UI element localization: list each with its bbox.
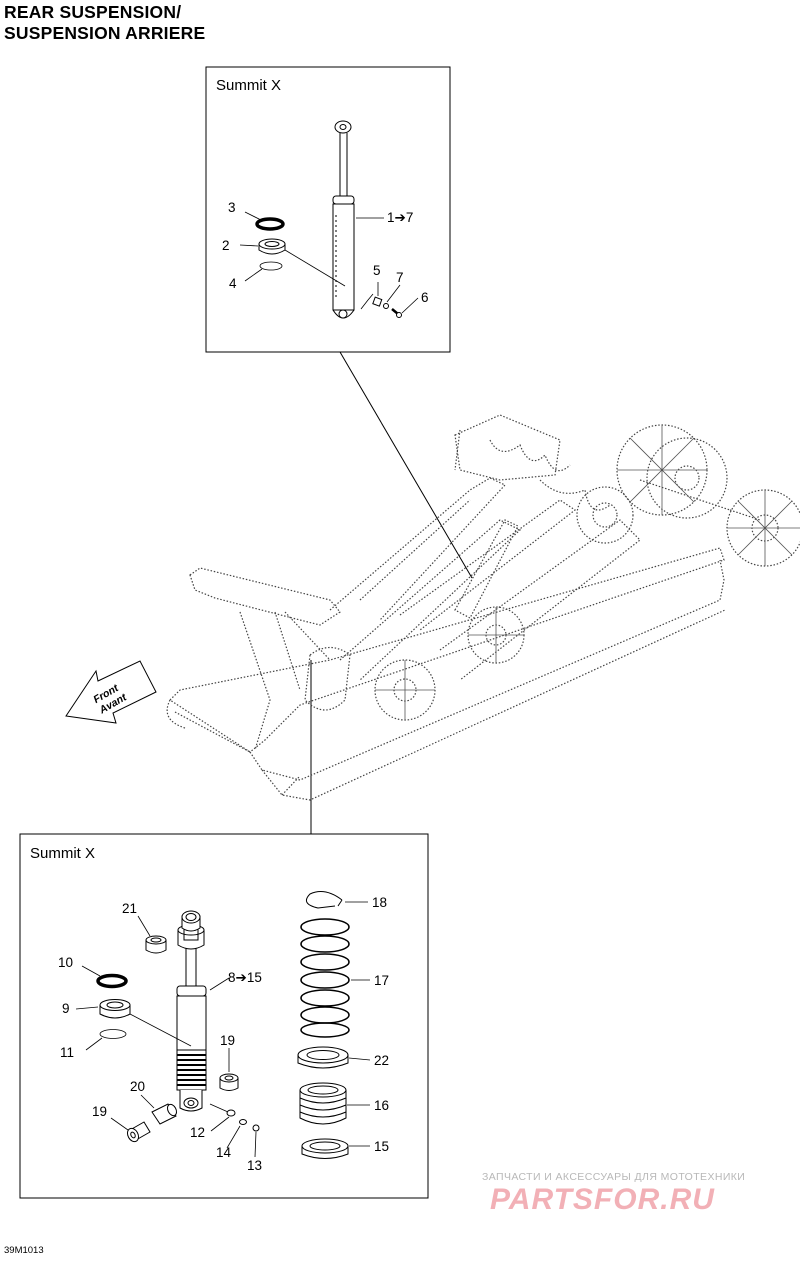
callout-1-to-7: 1➔7	[387, 210, 413, 225]
top-seal-part-4[interactable]	[259, 261, 283, 271]
front-direction-arrow: Front Avant	[65, 660, 157, 724]
bottom-detail-box: Summit X	[19, 833, 429, 1199]
adjuster-part-16[interactable]	[299, 1082, 347, 1125]
bottom-leader-lines	[75, 901, 371, 1158]
callout-8-to-15: 8➔15	[228, 970, 262, 985]
top-hardware-5-6-7[interactable]	[360, 293, 402, 318]
bushing-part-21[interactable]	[145, 935, 167, 954]
spring-clip-part-18[interactable]	[305, 891, 343, 909]
callout-19-right: 19	[220, 1033, 235, 1048]
rear-suspension-assembly[interactable]	[166, 414, 800, 801]
spring-seat-part-22[interactable]	[297, 1046, 349, 1069]
callout-13: 13	[247, 1158, 262, 1173]
callout-14: 14	[216, 1145, 232, 1160]
callout-19-left: 19	[92, 1104, 107, 1119]
top-detail-box: Summit X	[205, 66, 451, 353]
callout-21: 21	[122, 901, 137, 916]
callout-5: 5	[373, 263, 381, 278]
wheel-details	[375, 425, 800, 720]
callout-22: 22	[374, 1053, 389, 1068]
document-id: 39M1013	[4, 1245, 44, 1256]
callout-15: 15	[374, 1139, 389, 1154]
callout-3: 3	[228, 200, 236, 215]
callout-9: 9	[62, 1001, 70, 1016]
watermark-logo: PARTSFOR.RU	[490, 1183, 715, 1216]
callout-17: 17	[374, 973, 389, 988]
bottom-box-title: Summit X	[30, 845, 95, 862]
connector-lines	[310, 351, 473, 834]
bottom-shock-absorber[interactable]	[176, 910, 207, 1112]
sleeve-part-20[interactable]	[151, 1103, 178, 1125]
top-box-title: Summit X	[216, 77, 281, 94]
hardware-parts-12-13-14[interactable]	[209, 1103, 260, 1132]
callout-20: 20	[130, 1079, 145, 1094]
callout-18: 18	[372, 895, 387, 910]
bushing-part-19-right[interactable]	[219, 1073, 239, 1091]
top-bushing-part-2[interactable]	[258, 238, 286, 255]
top-shock-absorber[interactable]	[332, 120, 355, 319]
callout-4: 4	[229, 276, 237, 291]
callout-6: 6	[421, 290, 429, 305]
top-leader-lines	[239, 211, 419, 314]
callout-10: 10	[58, 955, 73, 970]
callout-12: 12	[190, 1125, 205, 1140]
bushing-part-19-left[interactable]	[125, 1121, 151, 1144]
callout-2: 2	[222, 238, 230, 253]
callout-16: 16	[374, 1098, 389, 1113]
watermark-subtitle: ЗАПЧАСТИ И АКСЕССУАРЫ ДЛЯ МОТОТЕХНИКИ	[482, 1171, 746, 1183]
top-ring-part-3[interactable]	[255, 217, 285, 231]
callout-11: 11	[60, 1045, 74, 1060]
lock-ring-part-15[interactable]	[301, 1138, 349, 1159]
coil-spring-part-17[interactable]	[300, 918, 350, 1038]
page-title: REAR SUSPENSION/ SUSPENSION ARRIERE	[4, 2, 205, 44]
seal-part-11[interactable]	[99, 1029, 127, 1039]
bearing-part-9[interactable]	[99, 999, 131, 1019]
callout-7: 7	[396, 270, 404, 285]
ring-part-10[interactable]	[96, 973, 128, 989]
title-line-2: SUSPENSION ARRIERE	[4, 23, 206, 43]
title-line-1: REAR SUSPENSION/	[4, 2, 182, 22]
